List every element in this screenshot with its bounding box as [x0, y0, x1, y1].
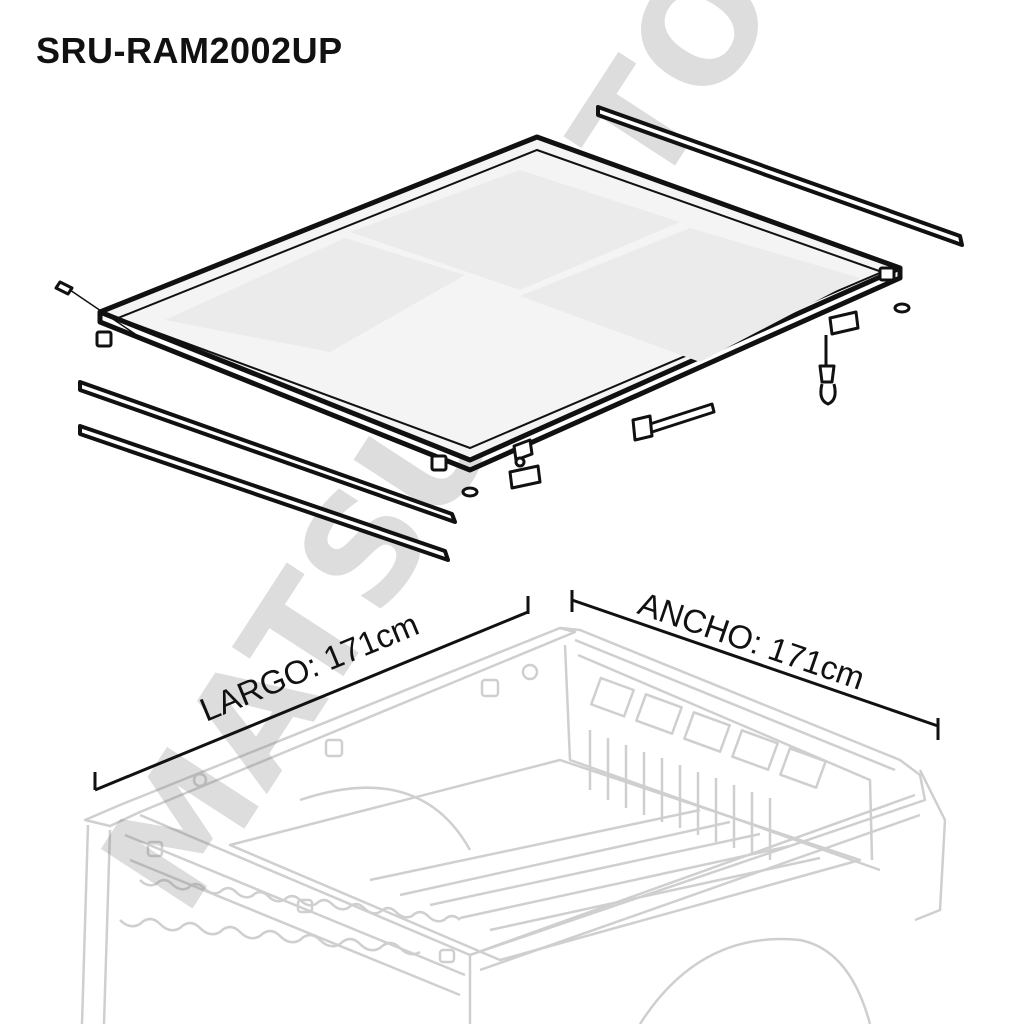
length-dimension-line [94, 610, 529, 792]
dimension-lines [93, 590, 940, 792]
side-rails [78, 105, 964, 562]
strap-buckle [631, 402, 716, 442]
washer-rear [893, 302, 911, 314]
side-rail-left-upper [78, 380, 457, 524]
width-label: ANCHO: 171cm [634, 585, 870, 697]
width-dimension-line [571, 598, 939, 728]
tonneau-cover [97, 134, 903, 473]
clamp-part-front [508, 438, 542, 490]
washer-front [461, 486, 479, 498]
cover-clip-left [95, 330, 113, 348]
hardware-parts [54, 266, 911, 498]
truck-bed-illustration [80, 626, 947, 1024]
screw-part [54, 280, 139, 337]
side-rail-right [596, 105, 964, 247]
side-rail-left-lower [78, 424, 450, 562]
clamp-part-rear [828, 310, 860, 336]
product-title: SRU-RAM2002UP [36, 30, 343, 71]
latch-cable [818, 335, 837, 406]
cover-clip-right [878, 266, 896, 282]
cover-clip-front [430, 454, 448, 472]
